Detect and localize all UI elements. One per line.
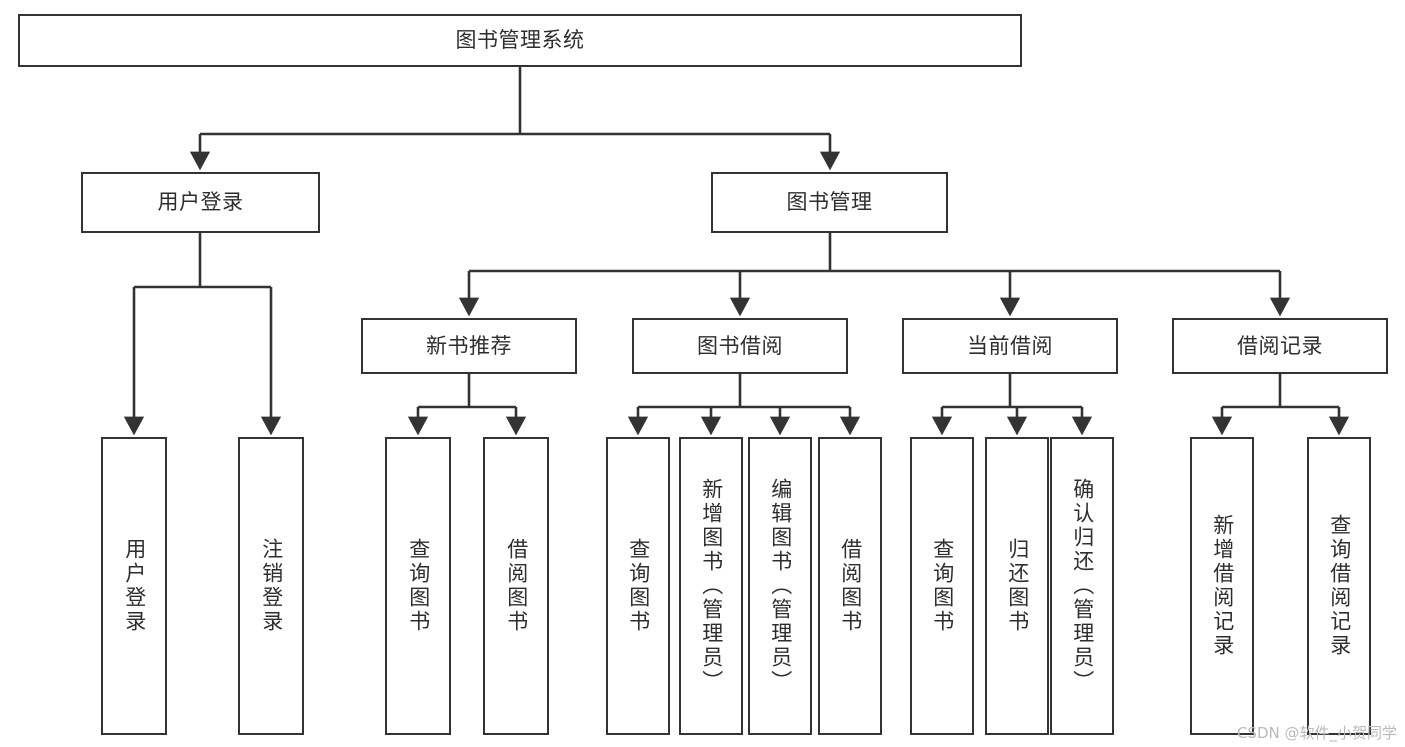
leaf-new-book-borrow-label: 借阅图书 [504,538,529,634]
leaf-current-borrow-confirm-return[interactable]: 确认归还（管理员） [1050,437,1114,735]
leaf-new-book-query[interactable]: 查询图书 [385,437,451,735]
leaf-book-borrow-edit[interactable]: 编辑图书（管理员） [748,437,812,735]
leaf-book-borrow-borrow[interactable]: 借阅图书 [818,437,882,735]
leaf-book-borrow-borrow-label: 借阅图书 [838,538,863,634]
node-book-borrow[interactable]: 图书借阅 [632,318,848,374]
leaf-book-borrow-query[interactable]: 查询图书 [606,437,670,735]
leaf-new-book-query-label: 查询图书 [406,538,431,634]
node-root-system-label: 图书管理系统 [455,28,585,53]
leaf-borrow-record-add-label: 新增借阅记录 [1210,514,1235,658]
leaf-borrow-record-query-label: 查询借阅记录 [1327,514,1352,658]
node-user-login[interactable]: 用户登录 [81,172,320,233]
leaf-current-borrow-query-label: 查询图书 [930,538,955,634]
leaf-book-borrow-query-label: 查询图书 [626,538,651,634]
leaf-book-borrow-add[interactable]: 新增图书（管理员） [679,437,743,735]
node-new-book-recommend[interactable]: 新书推荐 [361,318,577,374]
leaf-user-login-signout-label: 注销登录 [259,538,284,634]
leaf-book-borrow-add-label: 新增图书（管理员） [699,478,724,694]
leaf-user-login-signin-label: 用户登录 [122,538,147,634]
leaf-current-borrow-confirm-return-label: 确认归还（管理员） [1070,478,1095,694]
node-book-borrow-label: 图书借阅 [697,333,783,358]
node-root-system[interactable]: 图书管理系统 [18,14,1022,67]
node-book-management[interactable]: 图书管理 [711,172,948,233]
leaf-book-borrow-edit-label: 编辑图书（管理员） [768,478,793,694]
node-book-management-label: 图书管理 [786,190,873,215]
leaf-new-book-borrow[interactable]: 借阅图书 [483,437,549,735]
node-user-login-label: 用户登录 [157,190,244,215]
leaf-current-borrow-return-label: 归还图书 [1005,538,1030,634]
node-borrow-record[interactable]: 借阅记录 [1172,318,1388,374]
leaf-user-login-signin[interactable]: 用户登录 [101,437,167,735]
leaf-borrow-record-add[interactable]: 新增借阅记录 [1190,437,1254,735]
leaf-borrow-record-query[interactable]: 查询借阅记录 [1307,437,1371,735]
leaf-current-borrow-query[interactable]: 查询图书 [910,437,974,735]
node-current-borrow[interactable]: 当前借阅 [902,318,1118,374]
leaf-user-login-signout[interactable]: 注销登录 [238,437,304,735]
node-current-borrow-label: 当前借阅 [967,333,1053,358]
leaf-current-borrow-return[interactable]: 归还图书 [985,437,1049,735]
node-borrow-record-label: 借阅记录 [1237,333,1323,358]
csdn-watermark: CSDN @软件_小贺同学 [1236,724,1397,742]
node-new-book-recommend-label: 新书推荐 [426,333,512,358]
